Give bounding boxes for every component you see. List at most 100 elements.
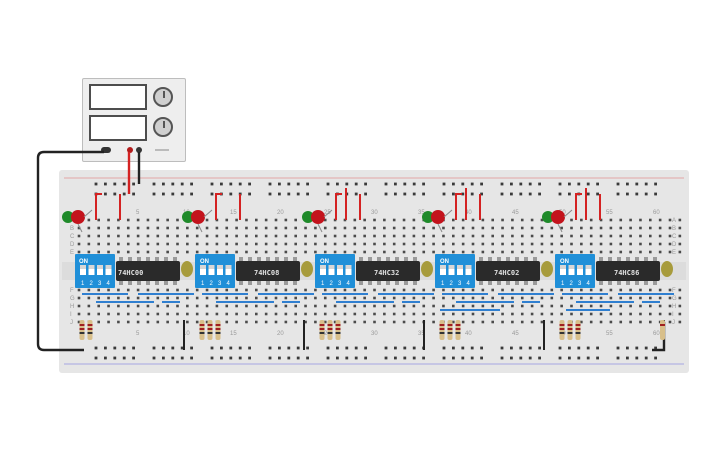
terminal-hole — [520, 218, 524, 222]
dip-toggle-knob — [448, 265, 455, 269]
terminal-hole — [284, 234, 288, 238]
terminal-hole — [422, 312, 426, 316]
rail-hole — [268, 182, 272, 186]
terminal-hole — [392, 304, 396, 308]
dip-number: 1 — [81, 281, 85, 287]
terminal-hole — [176, 304, 179, 308]
rail-hole — [586, 182, 590, 186]
rail-hole — [306, 182, 309, 186]
dip-number: 4 — [227, 281, 231, 287]
terminal-hole — [501, 226, 504, 230]
terminal-hole — [619, 242, 623, 246]
terminal-hole — [442, 250, 445, 254]
ic-pin — [119, 281, 123, 285]
terminal-hole — [195, 312, 199, 316]
terminal-hole — [166, 226, 169, 230]
terminal-hole — [629, 296, 632, 300]
terminal-hole — [166, 312, 169, 316]
terminal-hole — [609, 218, 613, 222]
terminal-hole — [501, 296, 504, 300]
resistor-band — [79, 324, 85, 326]
terminal-hole — [146, 320, 150, 324]
rail-hole — [364, 182, 367, 186]
psu-ground-terminal[interactable] — [136, 147, 142, 153]
terminal-hole — [274, 226, 278, 230]
terminal-hole — [225, 218, 229, 222]
ic-pin — [617, 257, 621, 261]
terminal-hole — [461, 242, 465, 246]
terminal-hole — [186, 296, 189, 300]
terminal-hole — [511, 320, 514, 324]
terminal-hole — [264, 234, 268, 238]
terminal-hole — [225, 234, 229, 238]
terminal-hole — [363, 242, 366, 246]
terminal-hole — [77, 296, 81, 300]
terminal-hole — [383, 226, 386, 230]
terminal-hole — [452, 304, 455, 308]
terminal-hole — [323, 320, 327, 324]
rail-hole — [635, 182, 639, 186]
voltage-knob[interactable] — [153, 87, 173, 107]
terminal-hole — [353, 250, 357, 254]
terminal-hole — [392, 250, 396, 254]
rail-hole — [558, 356, 562, 360]
current-knob[interactable] — [153, 117, 173, 137]
dip-number: 3 — [458, 281, 462, 287]
rail-hole — [452, 192, 455, 196]
dip-toggle — [457, 265, 463, 275]
ic-pin — [644, 257, 648, 261]
dip-number: 2 — [450, 281, 454, 287]
terminal-hole — [580, 234, 583, 238]
psu-positive-terminal[interactable] — [127, 147, 133, 153]
terminal-hole — [156, 218, 160, 222]
led-lead — [83, 209, 93, 218]
rail-hole — [442, 346, 446, 350]
terminal-hole — [333, 242, 337, 246]
rail-hole — [654, 356, 657, 360]
terminal-hole — [294, 250, 297, 254]
rail-hole — [538, 356, 541, 360]
terminal-hole — [550, 312, 554, 316]
rail-hole — [403, 192, 407, 196]
terminal-hole — [323, 242, 327, 246]
terminal-hole — [530, 304, 534, 308]
terminal-hole — [550, 288, 554, 292]
psu-negative-terminal[interactable] — [101, 147, 111, 153]
rail-hole — [278, 182, 281, 186]
terminal-hole — [570, 304, 573, 308]
terminal-hole — [87, 288, 91, 292]
terminal-hole — [343, 218, 347, 222]
rail-hole — [345, 356, 349, 360]
terminal-hole — [97, 250, 100, 254]
dip-toggle-knob — [105, 265, 112, 269]
power-supply[interactable] — [82, 78, 186, 162]
terminal-hole — [471, 320, 475, 324]
row-letter: G — [70, 296, 75, 302]
terminal-hole — [225, 304, 229, 308]
terminal-hole — [126, 320, 130, 324]
dip-number: 1 — [441, 281, 445, 287]
terminal-hole — [461, 312, 465, 316]
terminal-hole — [570, 296, 573, 300]
rail-hole — [229, 192, 233, 196]
rail-hole — [384, 356, 388, 360]
terminal-hole — [225, 250, 229, 254]
resistor-band — [335, 328, 341, 330]
terminal-hole — [560, 288, 563, 292]
dip-toggle-knob — [320, 265, 326, 269]
terminal-hole — [304, 320, 307, 324]
terminal-hole — [304, 250, 307, 254]
terminal-hole — [540, 296, 544, 300]
terminal-hole — [412, 320, 416, 324]
terminal-hole — [225, 296, 229, 300]
terminal-hole — [530, 250, 534, 254]
terminal-hole — [580, 218, 583, 222]
terminal-hole — [146, 312, 150, 316]
terminal-hole — [373, 226, 376, 230]
terminal-hole — [186, 312, 189, 316]
dip-switch — [435, 254, 475, 288]
column-number-top: 25 — [324, 210, 331, 216]
ic-pin — [128, 257, 132, 261]
